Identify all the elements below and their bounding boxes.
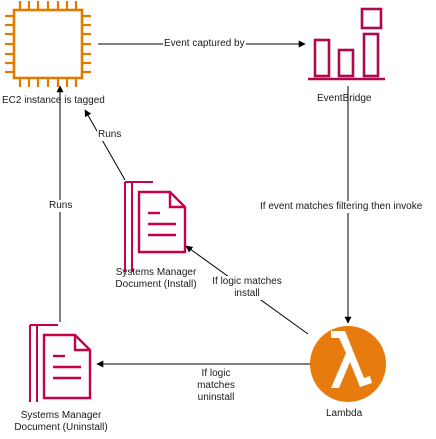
edge-label-logic-uninstall: If logic matches uninstall xyxy=(187,368,245,404)
edge-label-logic-install: If logic matches install xyxy=(206,276,288,300)
lambda-label: Lambda xyxy=(326,408,363,419)
edge-label-runs-install: Runs xyxy=(97,129,123,141)
ssm-install-document-icon xyxy=(124,181,187,272)
ssm-uninstall-label: Systems Manager Document (Uninstall) xyxy=(14,410,108,433)
edge-label-event-filter: If event matches filtering then invoke xyxy=(259,201,424,213)
edge-label-runs-uninstall: Runs xyxy=(48,200,74,212)
eventbridge-label: EventBridge xyxy=(317,93,372,104)
ssm-install-label: Systems Manager Document (Install) xyxy=(115,267,197,290)
ssm-uninstall-document-icon xyxy=(29,324,92,402)
ec2-label: EC2 instance is tagged xyxy=(2,95,105,106)
eventbridge-icon xyxy=(308,7,385,81)
edge-label-event-captured: Event captured by xyxy=(163,38,246,50)
edge-install-to-ec2 xyxy=(84,109,126,181)
lambda-icon xyxy=(310,326,386,402)
ec2-chip-icon xyxy=(5,1,91,87)
